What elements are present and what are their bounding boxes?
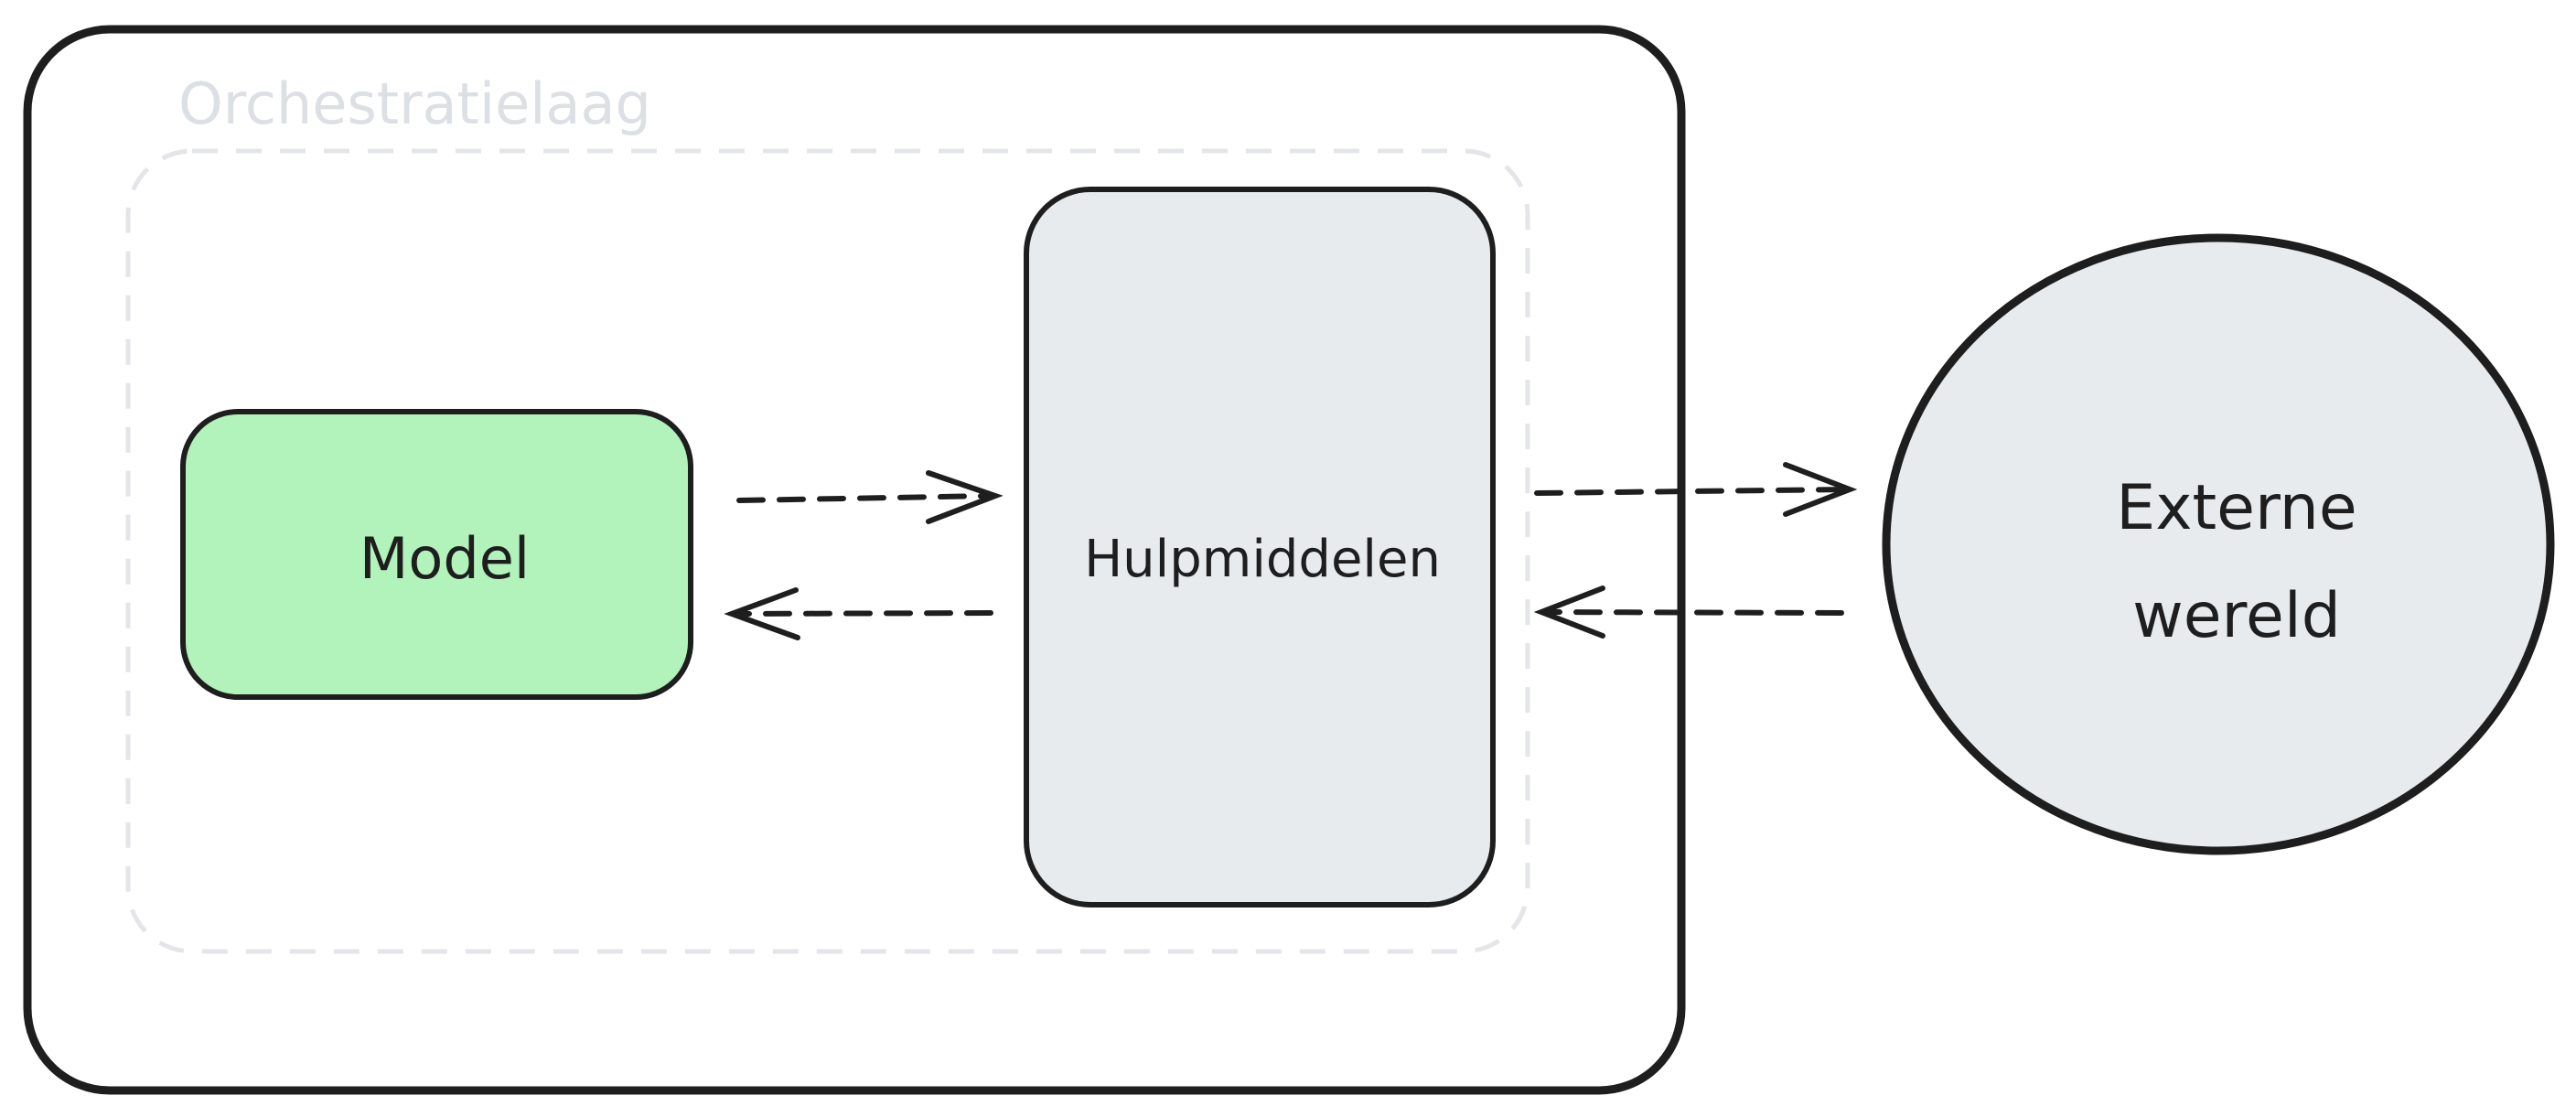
model-node [180, 409, 693, 700]
arrow-external-to-tools [1533, 585, 1844, 639]
external-world-label-line1: Externe [2116, 472, 2356, 544]
arrow-tools-to-external [1534, 462, 1858, 517]
arrow-model-to-tools [736, 470, 1004, 524]
external-world-label-line2: wereld [2132, 580, 2341, 652]
external-world-node [1882, 233, 2555, 855]
arrow-tools-to-model [724, 587, 993, 640]
model-label: Model [360, 525, 530, 592]
tools-label: Hulpmiddelen [1084, 530, 1441, 589]
tools-node [1024, 187, 1496, 908]
orchestration-layer-label: Orchestratielaag [178, 70, 651, 137]
orchestration-layer-outline [125, 148, 1530, 954]
